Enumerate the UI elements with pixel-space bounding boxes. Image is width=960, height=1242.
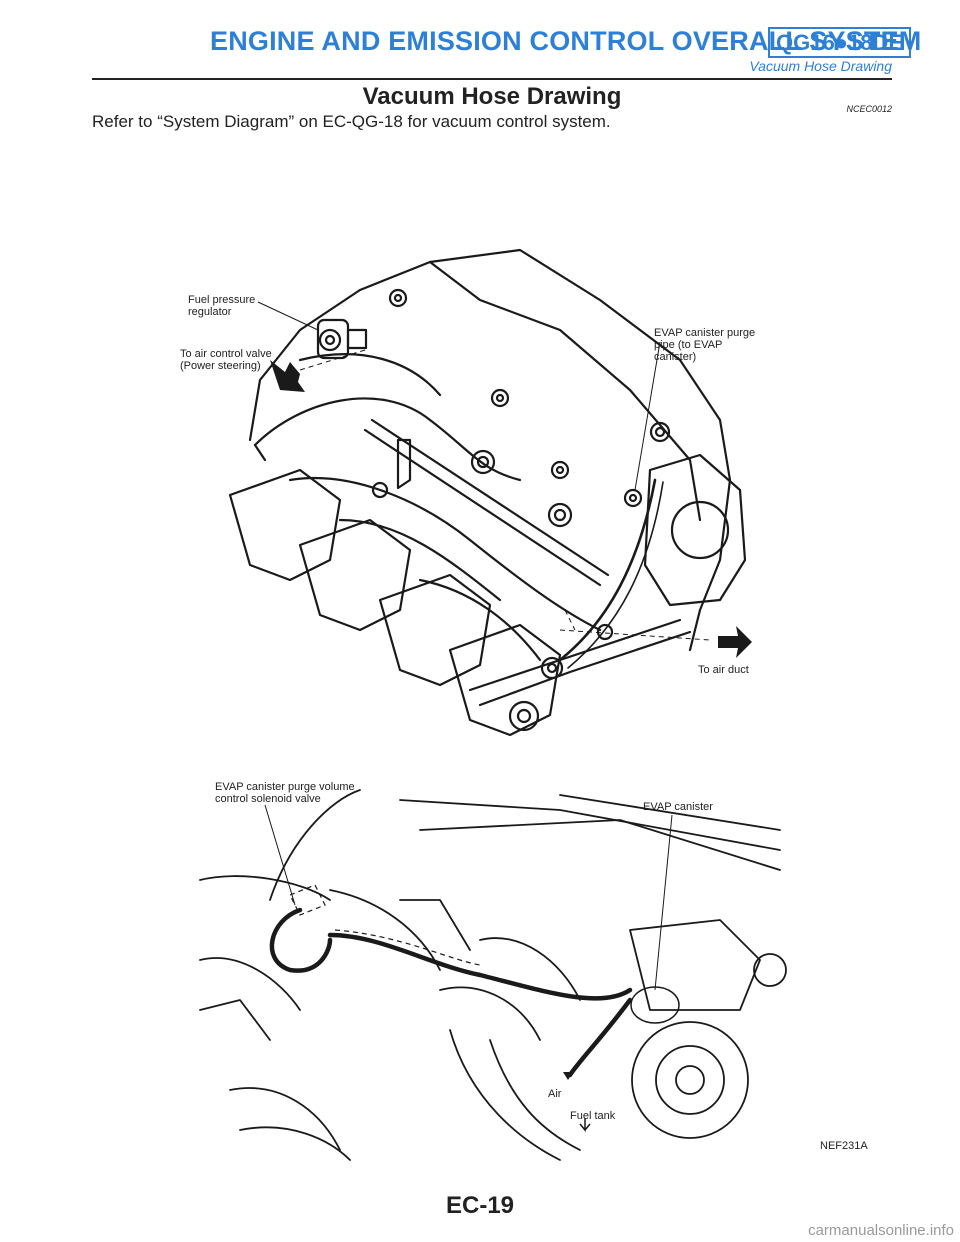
label-air-duct: To air duct xyxy=(698,664,749,676)
engine-model-badge: QG16●18DE xyxy=(768,27,912,58)
section-title: Vacuum Hose Drawing xyxy=(362,83,622,110)
intro-text: Refer to “System Diagram” on EC-QG-18 fo… xyxy=(92,112,611,131)
label-line: pipe (to EVAP xyxy=(654,339,723,351)
label-air-control-valve: To air control valve (Power steering) xyxy=(180,348,272,372)
label-evap-canister: EVAP canister xyxy=(643,801,713,813)
header-rule xyxy=(92,78,892,80)
label-line: regulator xyxy=(188,306,232,318)
label-fuel-pressure-regulator: Fuel pressure regulator xyxy=(188,294,255,318)
label-evap-purge-pipe: EVAP canister purge pipe (to EVAP canist… xyxy=(654,327,755,363)
label-line: EVAP canister purge volume xyxy=(215,781,355,793)
header-subtitle: Vacuum Hose Drawing xyxy=(749,58,892,74)
label-air: Air xyxy=(548,1088,562,1100)
label-line: canister) xyxy=(654,351,697,363)
page-number: EC-19 xyxy=(445,1192,515,1219)
section-code: NCEC0012 xyxy=(846,104,892,114)
label-line: EVAP canister purge xyxy=(654,327,756,339)
label-line: Fuel pressure xyxy=(188,294,256,306)
figure-code: NEF231A xyxy=(820,1140,868,1152)
label-purge-solenoid-valve: EVAP canister purge volume control solen… xyxy=(215,781,355,805)
label-line: control solenoid valve xyxy=(215,793,321,805)
label-line: To air control valve xyxy=(180,348,272,360)
watermark: carmanualsonline.info xyxy=(808,1222,954,1239)
header-title: ENGINE AND EMISSION CONTROL OVERALL SYST… xyxy=(210,26,922,56)
label-fuel-tank: Fuel tank xyxy=(570,1110,616,1122)
label-line: (Power steering) xyxy=(180,360,261,372)
